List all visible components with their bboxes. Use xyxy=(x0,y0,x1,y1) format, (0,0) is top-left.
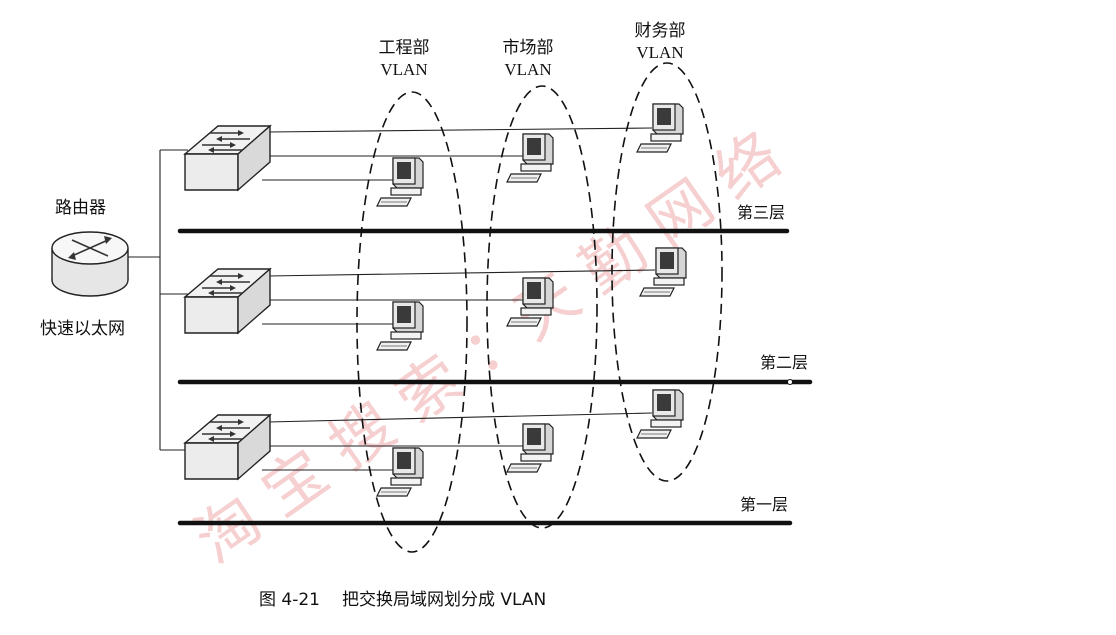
router-icon xyxy=(51,231,129,297)
switch-links xyxy=(262,127,656,471)
vlan-marketing-title: 市场部 xyxy=(503,38,554,58)
floor-1-label: 第一层 xyxy=(740,495,788,514)
computer-icon xyxy=(506,133,554,183)
computer-icon xyxy=(376,301,424,351)
computer-icon xyxy=(506,423,554,473)
figure-number: 图 4-21 xyxy=(259,590,320,610)
floor-2-terminator xyxy=(787,379,793,385)
vlan-finance-title: 财务部 xyxy=(635,21,686,41)
vlan-finance-sub: VLAN xyxy=(636,43,683,62)
vlan-finance-boundary xyxy=(611,62,723,482)
floor-2-label: 第二层 xyxy=(760,353,808,372)
floor-3-label: 第三层 xyxy=(737,203,785,222)
computer-icon xyxy=(376,157,424,207)
router-label: 路由器 xyxy=(55,198,106,218)
computer-icon xyxy=(636,389,684,439)
vlan-marketing-boundary xyxy=(486,85,598,529)
vlan-engineering-boundary xyxy=(356,91,468,553)
vlan-engineering-title: 工程部 xyxy=(379,38,430,58)
vlan-engineering-sub: VLAN xyxy=(380,60,427,79)
backbone-links xyxy=(128,149,188,451)
switch-icon xyxy=(184,268,271,334)
figure-caption: 把交换局域网划分成 VLAN xyxy=(342,590,546,610)
vlan-marketing-sub: VLAN xyxy=(504,60,551,79)
fast-ethernet-label: 快速以太网 xyxy=(40,319,125,339)
switch-icon xyxy=(184,125,271,191)
